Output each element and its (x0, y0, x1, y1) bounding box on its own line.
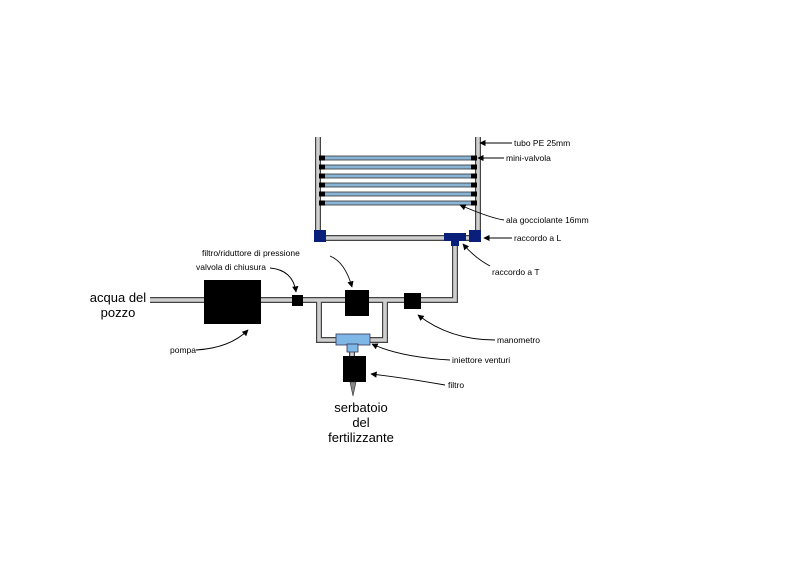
mini-valve (319, 155, 325, 161)
label-shutoff-valve: valvola di chiusura (196, 262, 266, 272)
pump (204, 280, 261, 324)
drip-line (319, 191, 477, 197)
label-tank-line2: del (352, 415, 369, 430)
suction-tip (349, 381, 357, 397)
mini-valve (319, 182, 325, 188)
pressure-gauge (404, 293, 421, 309)
label-mini-valve: mini-valvola (506, 153, 551, 163)
mini-valve (319, 164, 325, 170)
tee-fitting (444, 233, 466, 246)
mini-valve (471, 182, 477, 188)
filter (343, 356, 366, 382)
label-well-water-line1: acqua del (90, 290, 146, 305)
label-venturi-injector: iniettore venturi (452, 355, 510, 365)
label-pump: pompa (170, 345, 196, 355)
filter-pressure-reducer (345, 290, 369, 316)
drip-line (319, 200, 477, 206)
elbow-fitting-right (469, 230, 481, 242)
drip-line (319, 155, 477, 161)
drip-line (319, 173, 477, 179)
label-pe-pipe: tubo PE 25mm (514, 138, 570, 148)
label-pressure-gauge: manometro (497, 335, 540, 345)
drip-lines (319, 155, 477, 206)
leader-lines (195, 139, 512, 386)
elbow-fitting-left (314, 230, 326, 242)
drip-line (319, 182, 477, 188)
label-tank-line3: fertilizzante (328, 430, 394, 445)
pipe-network (150, 137, 481, 360)
mini-valve (471, 155, 477, 161)
venturi-injector (335, 333, 371, 353)
label-filter-pressure-reducer: filtro/riduttore di pressione (202, 248, 300, 258)
label-filter: filtro (448, 380, 464, 390)
label-tank-line1: serbatoio (334, 400, 387, 415)
drip-line (319, 164, 477, 170)
mini-valve (471, 164, 477, 170)
label-well-water-line2: pozzo (101, 305, 136, 320)
mini-valve (319, 173, 325, 179)
mini-valve (471, 200, 477, 206)
mini-valve (471, 191, 477, 197)
shutoff-valve (292, 295, 303, 306)
label-elbow-fitting: raccordo a L (514, 233, 562, 243)
label-tee-fitting: raccordo a T (492, 267, 540, 277)
label-drip-line: ala gocciolante 16mm (506, 215, 589, 225)
mini-valve (471, 173, 477, 179)
mini-valve (319, 191, 325, 197)
mini-valve (319, 200, 325, 206)
